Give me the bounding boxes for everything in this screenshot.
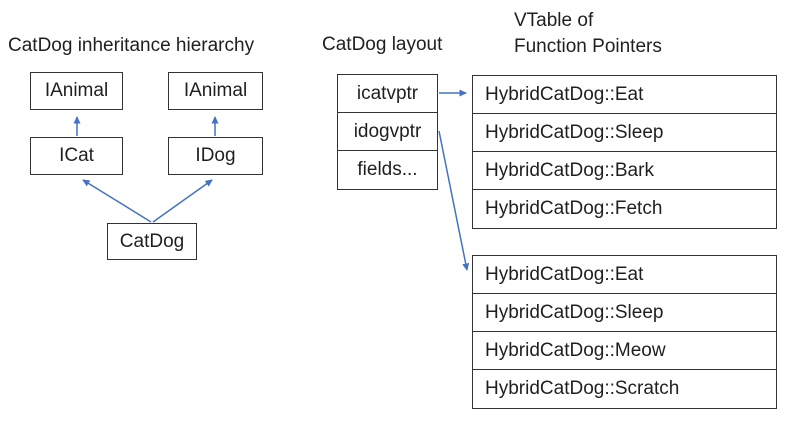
- vtable-2-row-eat-label: HybridCatDog::Eat: [485, 263, 644, 285]
- layout-row-idogvptr: idogvptr: [338, 113, 437, 151]
- node-ianimal-right: IAnimal: [168, 72, 263, 110]
- node-catdog: CatDog: [107, 223, 197, 260]
- node-ianimal-left-label: IAnimal: [44, 80, 109, 101]
- arrow-idogvptr-to-vtable2: [438, 130, 470, 271]
- vtable-2-row-meow: HybridCatDog::Meow: [473, 332, 776, 370]
- node-catdog-label: CatDog: [119, 230, 185, 252]
- vtable-2-row-sleep-label: HybridCatDog::Sleep: [485, 301, 664, 323]
- node-ianimal-left: IAnimal: [30, 72, 123, 110]
- layout-row-icatvptr: icatvptr: [338, 75, 437, 113]
- vtable-1-row-sleep-label: HybridCatDog::Sleep: [485, 121, 664, 143]
- vtable-title: VTable of Function Pointers: [514, 8, 662, 60]
- vtable-1-row-fetch-label: HybridCatDog::Fetch: [485, 198, 663, 219]
- layout-row-fields: fields...: [338, 151, 437, 189]
- arrow-catdog-to-icat: [82, 179, 152, 223]
- arrow-catdog-to-idog: [152, 179, 213, 223]
- node-icat: ICat: [30, 137, 123, 175]
- vtable-1-row-eat-label: HybridCatDog::Eat: [485, 83, 644, 105]
- layout-row-icatvptr-label: icatvptr: [356, 82, 419, 104]
- vtable-2-row-eat: HybridCatDog::Eat: [473, 256, 776, 294]
- catdog-layout-title: CatDog layout: [322, 34, 443, 55]
- node-icat-label: ICat: [59, 145, 94, 166]
- vtable-2-row-meow-label: HybridCatDog::Meow: [485, 339, 666, 361]
- vtable-2-row-scratch: HybridCatDog::Scratch: [473, 370, 776, 408]
- vtable-2: HybridCatDog::Eat HybridCatDog::Sleep Hy…: [472, 255, 777, 409]
- vtable-2-row-scratch-label: HybridCatDog::Scratch: [485, 378, 680, 399]
- vtable-title-line1: VTable of: [514, 10, 594, 31]
- vtable-title-line2: Function Pointers: [514, 36, 662, 57]
- vtable-1-row-bark: HybridCatDog::Bark: [473, 152, 776, 190]
- node-ianimal-right-label: IAnimal: [183, 80, 248, 101]
- vtable-1-row-fetch: HybridCatDog::Fetch: [473, 190, 776, 228]
- layout-row-idogvptr-label: idogvptr: [353, 120, 422, 142]
- vtable-1-row-eat: HybridCatDog::Eat: [473, 76, 776, 114]
- node-idog: IDog: [168, 137, 263, 175]
- node-idog-label: IDog: [195, 145, 236, 166]
- vtable-1-row-sleep: HybridCatDog::Sleep: [473, 114, 776, 152]
- vtable-2-row-sleep: HybridCatDog::Sleep: [473, 294, 776, 332]
- layout-row-fields-label: fields...: [357, 159, 418, 180]
- vtable-1-row-bark-label: HybridCatDog::Bark: [485, 159, 654, 181]
- vtable-1: HybridCatDog::Eat HybridCatDog::Sleep Hy…: [472, 75, 777, 229]
- inheritance-hierarchy-title: CatDog inheritance hierarchy: [8, 35, 255, 56]
- catdog-layout-stack: icatvptr idogvptr fields...: [337, 74, 438, 190]
